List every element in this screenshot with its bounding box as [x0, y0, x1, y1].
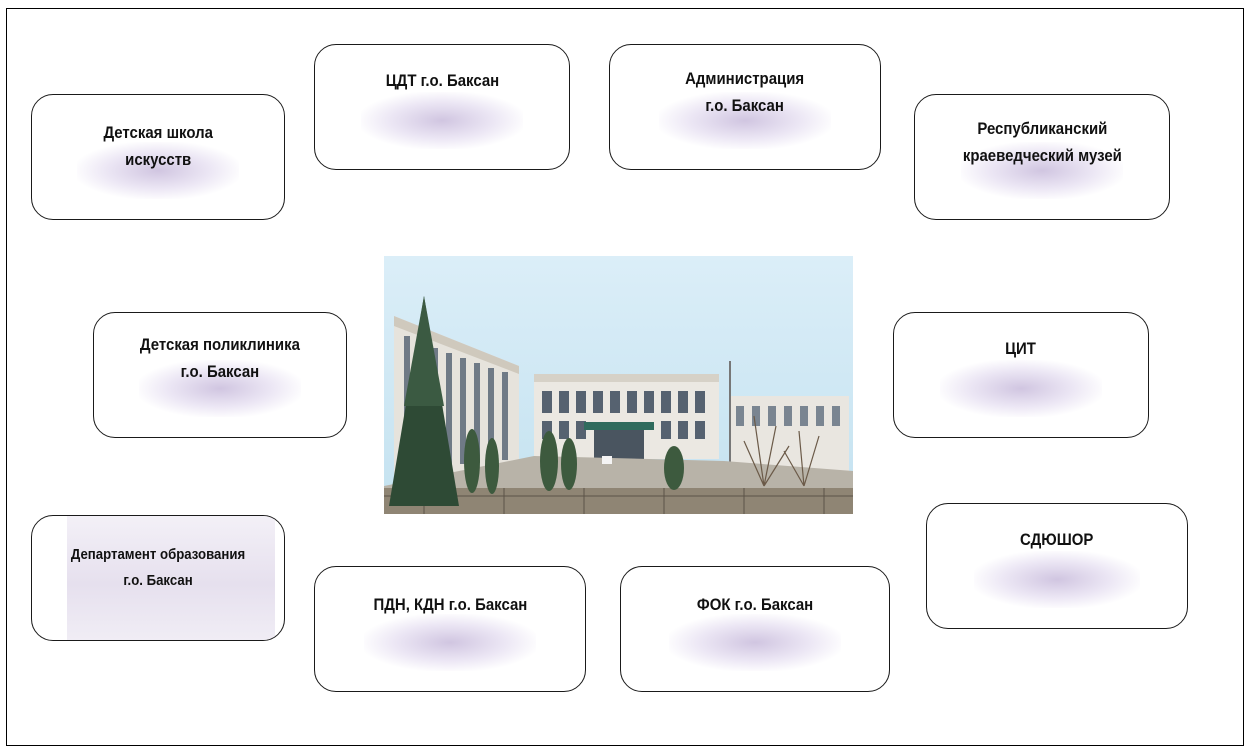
node-administraciya: Администрация г.о. Баксан	[609, 44, 881, 170]
node-sdyushor: СДЮШОР	[926, 503, 1188, 629]
node-label: СДЮШОР	[1020, 530, 1094, 549]
node-label: Детская школа искусств	[103, 123, 213, 169]
node-poliklinika: Детская поликлиника г.о. Баксан	[93, 312, 347, 438]
node-cit: ЦИТ	[893, 312, 1149, 438]
node-cdt: ЦДТ г.о. Баксан	[314, 44, 570, 170]
node-label: Департамент образования г.о. Баксан	[70, 546, 246, 589]
node-departament: Департамент образования г.о. Баксан	[31, 515, 285, 641]
node-label: ЦИТ	[1005, 339, 1037, 358]
node-detskaya-shkola: Детская школа искусств	[31, 94, 285, 220]
node-label: ПДН, КДН г.о. Баксан	[373, 595, 527, 614]
diagram-frame	[6, 8, 1244, 746]
node-muzey: Республиканский краеведческий музей	[914, 94, 1170, 220]
node-pdn: ПДН, КДН г.о. Баксан	[314, 566, 586, 692]
node-label: Детская поликлиника г.о. Баксан	[139, 335, 301, 381]
node-label: ФОК г.о. Баксан	[696, 595, 814, 614]
building-photo	[384, 256, 853, 514]
node-label: Республиканский краеведческий музей	[962, 119, 1122, 165]
node-fok: ФОК г.о. Баксан	[620, 566, 890, 692]
node-label: ЦДТ г.о. Баксан	[385, 71, 499, 90]
node-label: Администрация г.о. Баксан	[685, 69, 805, 115]
